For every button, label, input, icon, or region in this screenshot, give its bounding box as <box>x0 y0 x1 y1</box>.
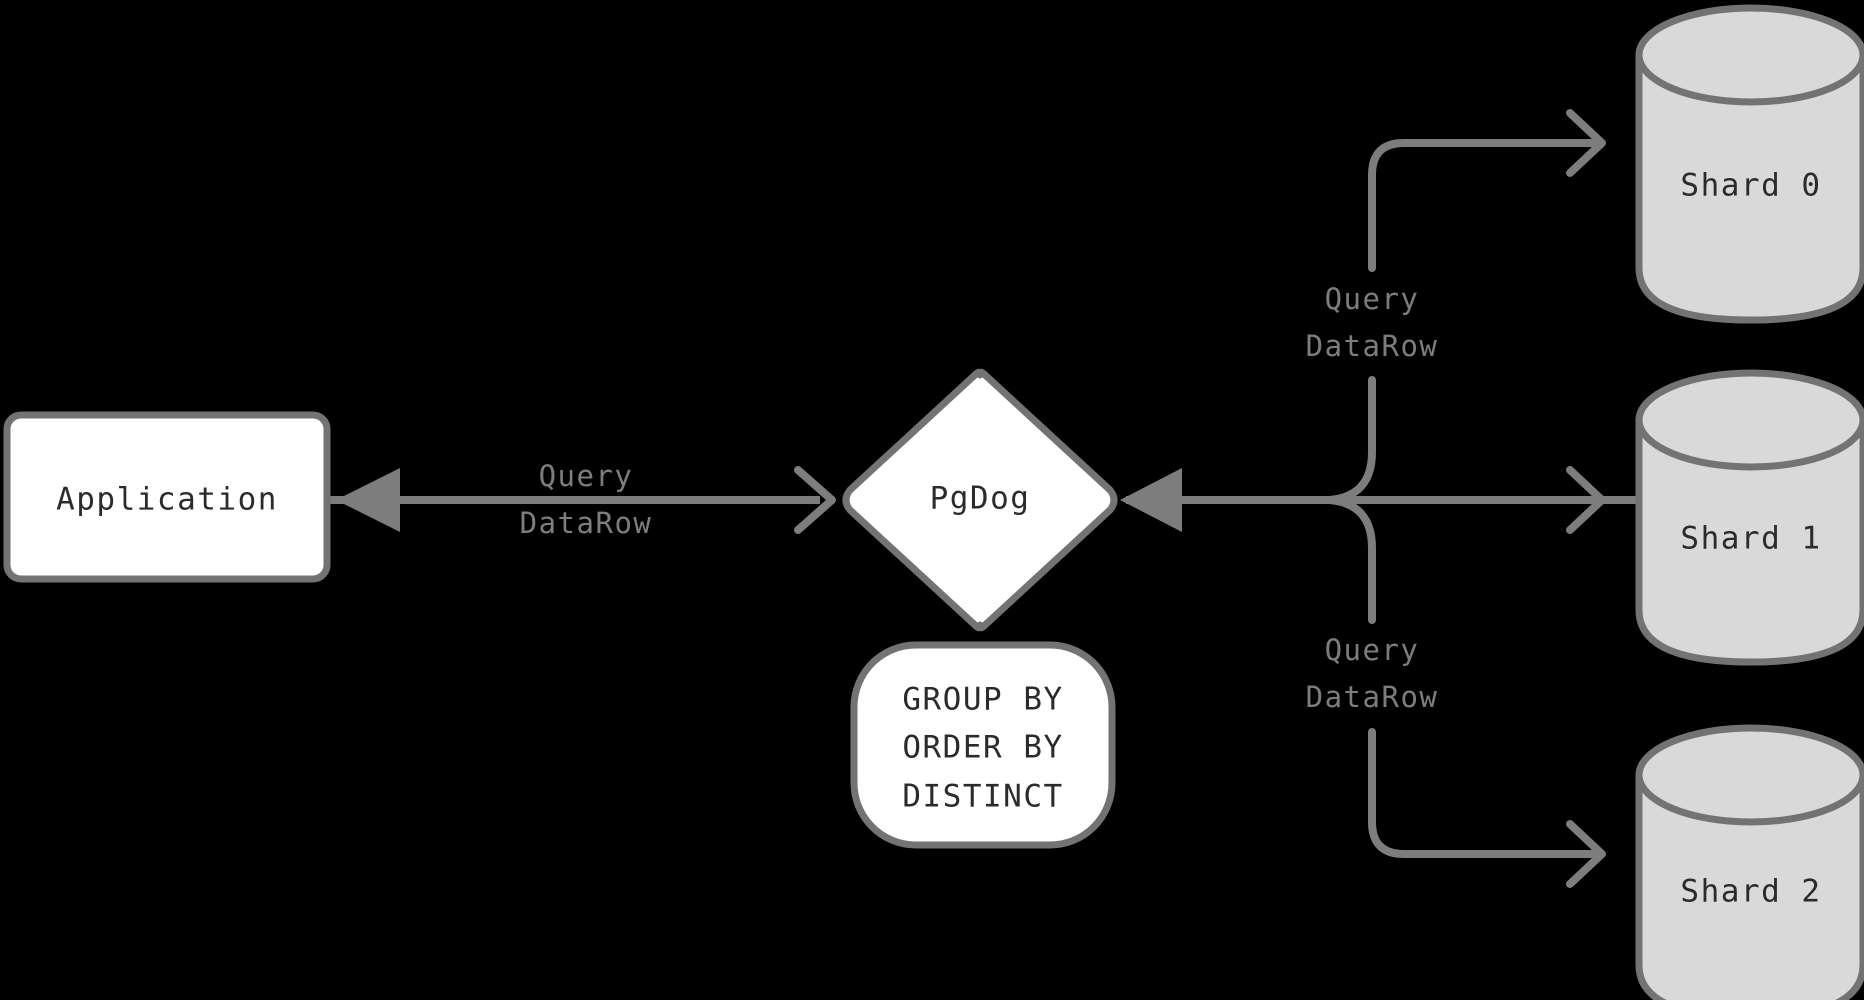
svg-text:GROUP BY: GROUP BY <box>902 682 1063 718</box>
edge-label-shard2: Query DataRow <box>1306 633 1439 714</box>
svg-text:Shard 1: Shard 1 <box>1680 521 1821 557</box>
svg-text:DataRow: DataRow <box>1306 680 1439 714</box>
node-shard-1[interactable]: Shard 1 <box>1635 369 1864 666</box>
node-pgdog[interactable]: PgDog <box>842 368 1118 632</box>
node-operations[interactable]: GROUP BY ORDER BY DISTINCT <box>850 641 1116 849</box>
edge-label-application-pgdog: Query DataRow <box>520 459 653 540</box>
svg-text:PgDog: PgDog <box>930 481 1031 517</box>
node-shard-2[interactable]: Shard 2 <box>1635 724 1864 1000</box>
edge-pgdog-to-shard0 <box>1368 109 1606 272</box>
svg-text:Shard 0: Shard 0 <box>1680 168 1821 204</box>
svg-text:Query: Query <box>1325 282 1420 316</box>
node-shard-0[interactable]: Shard 0 <box>1635 4 1864 324</box>
svg-text:ORDER BY: ORDER BY <box>902 730 1063 766</box>
svg-text:DataRow: DataRow <box>520 506 653 540</box>
svg-text:Query: Query <box>1325 633 1420 667</box>
svg-text:DISTINCT: DISTINCT <box>902 779 1063 815</box>
svg-text:Application: Application <box>56 482 278 518</box>
edge-pgdog-to-application <box>330 468 672 532</box>
svg-text:DataRow: DataRow <box>1306 329 1439 363</box>
edge-pgdog-to-shard1 <box>1326 376 1606 624</box>
svg-text:Shard 2: Shard 2 <box>1680 874 1821 910</box>
edge-label-shard0: Query DataRow <box>1306 282 1439 363</box>
edge-pgdog-to-shard2 <box>1368 728 1606 888</box>
node-application[interactable]: Application <box>3 411 331 583</box>
svg-text:Query: Query <box>539 459 634 493</box>
edge-application-to-pgdog <box>668 466 836 534</box>
